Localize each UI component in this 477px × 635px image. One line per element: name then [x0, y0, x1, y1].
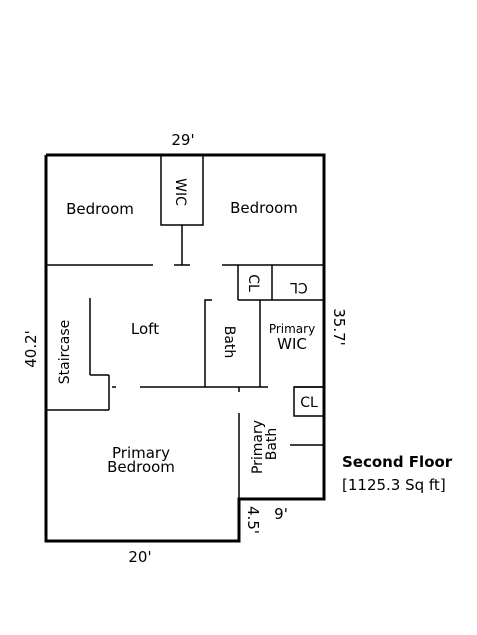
floor-title: Second Floor	[342, 453, 453, 471]
dim-notch-width: 9'	[274, 505, 288, 523]
room-primary-bath-line1: Primary	[250, 420, 266, 474]
room-primary-wic-line2: WIC	[277, 335, 307, 353]
room-wic-top: WIC	[172, 178, 188, 206]
dim-top: 29'	[171, 131, 194, 149]
room-loft: Loft	[131, 320, 159, 338]
dim-bottom: 20'	[128, 548, 151, 566]
room-staircase: Staircase	[57, 320, 73, 384]
room-bath: Bath	[221, 326, 237, 359]
room-closet-3: CL	[300, 395, 318, 411]
room-primary-bath-line2: Bath	[264, 428, 280, 461]
dim-left: 40.2'	[22, 330, 40, 368]
room-primary-bedroom-line1: Primary	[112, 444, 170, 462]
room-bedroom-right: Bedroom	[230, 199, 298, 217]
room-closet-2: CL	[290, 279, 308, 295]
dim-notch-height: 4.5'	[244, 506, 262, 534]
room-bedroom-left: Bedroom	[66, 200, 134, 218]
interior-walls	[46, 154, 325, 499]
room-closet-1: CL	[245, 274, 261, 292]
room-primary-wic-line1: Primary	[269, 322, 315, 336]
floor-area: [1125.3 Sq ft]	[342, 476, 446, 494]
dim-right: 35.7'	[330, 308, 348, 346]
room-primary-bedroom-line2: Bedroom	[107, 458, 175, 476]
